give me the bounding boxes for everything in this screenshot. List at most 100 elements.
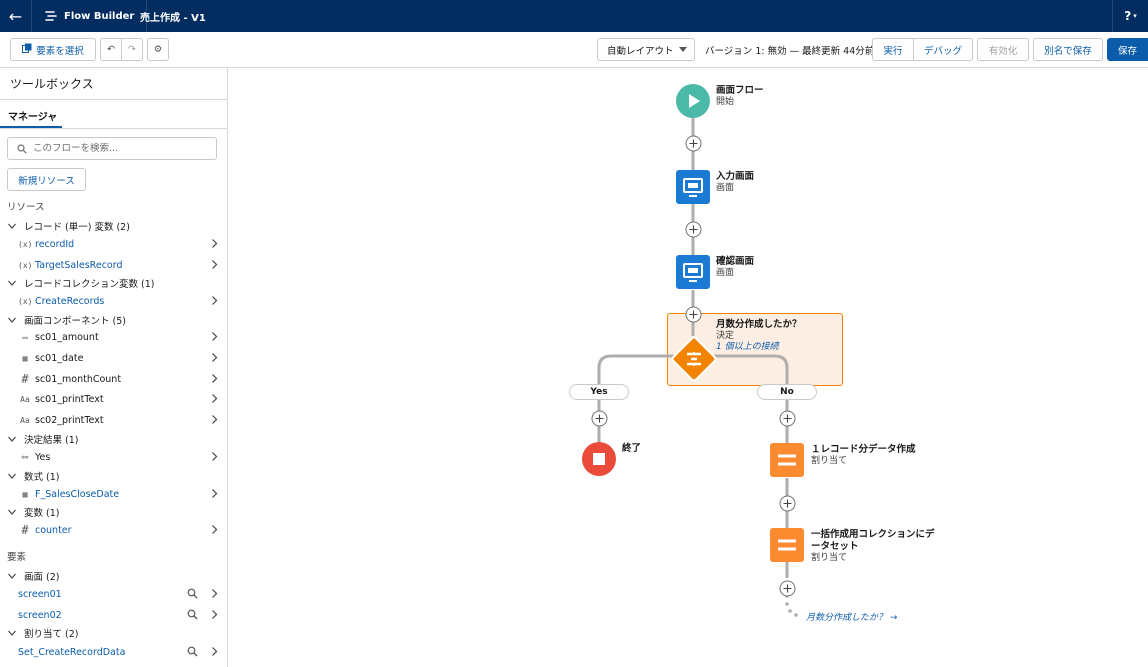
resource-item[interactable]: (x) CreateRecords <box>18 293 220 309</box>
chevron-right-icon[interactable] <box>211 414 218 425</box>
element-item[interactable]: screen01 <box>18 586 220 602</box>
group-label: レコードコレクション変数 (1) <box>24 279 155 290</box>
select-elements-label: 要素を選択 <box>36 45 84 57</box>
settings-button[interactable]: ⚙ <box>147 38 169 61</box>
resource-item[interactable]: ⚯ Yes <box>18 449 220 465</box>
assignment-node-icon[interactable] <box>770 528 804 562</box>
resource-label: Yes <box>35 451 51 463</box>
chevron-right-icon[interactable] <box>211 393 218 404</box>
search-box[interactable] <box>7 137 217 160</box>
resource-item[interactable]: # sc01_monthCount <box>18 371 220 387</box>
run-button[interactable]: 実行 <box>872 38 914 61</box>
group-formulas[interactable]: 数式 (1) <box>8 469 59 483</box>
chevron-right-icon[interactable] <box>211 295 218 306</box>
flow-title: 売上作成 - V1 <box>140 12 206 24</box>
assignment-node-icon[interactable] <box>770 443 804 477</box>
resource-item[interactable]: Aa sc02_printText <box>18 412 220 428</box>
select-elements-button[interactable]: 要素を選択 <box>10 38 96 61</box>
chevron-down-icon <box>8 509 16 515</box>
activate-label: 有効化 <box>988 45 1018 57</box>
screen-node-icon[interactable] <box>676 170 710 204</box>
new-resource-button[interactable]: 新規リソース <box>7 168 86 191</box>
add-element-button[interactable] <box>779 580 796 597</box>
zoom-to-icon[interactable] <box>187 609 198 620</box>
add-element-button[interactable] <box>779 495 796 512</box>
run-label: 実行 <box>883 45 903 57</box>
chevron-right-icon[interactable] <box>211 524 218 535</box>
chevron-right-icon[interactable] <box>211 331 218 342</box>
undo-icon: ↶ <box>107 44 115 55</box>
zoom-to-icon[interactable] <box>187 588 198 599</box>
layout-select-value: 自動レイアウト <box>607 45 674 57</box>
group-label: レコード (単一) 変数 (2) <box>24 222 130 233</box>
help-button[interactable]: ?▾ <box>1112 0 1148 32</box>
start-node-icon[interactable] <box>676 84 710 118</box>
element-item[interactable]: screen02 <box>18 607 220 623</box>
resource-label: counter <box>35 524 72 536</box>
group-screen-components[interactable]: 画面コンポーネント (5) <box>8 313 126 327</box>
global-header: ← Flow Builder 売上作成 - V1 ?▾ <box>0 0 1148 32</box>
resource-label: sc02_printText <box>35 414 104 426</box>
chevron-right-icon[interactable] <box>211 588 218 599</box>
decision-node-icon[interactable] <box>667 332 721 386</box>
chevron-right-icon[interactable] <box>211 352 218 363</box>
start-node-type: 開始 <box>716 97 735 107</box>
screen2-node-type: 画面 <box>716 268 735 278</box>
chevron-down-icon <box>8 317 16 323</box>
group-variables[interactable]: 変数 (1) <box>8 505 59 519</box>
layout-select[interactable]: 自動レイアウト <box>597 38 695 61</box>
resource-label: recordId <box>35 238 75 250</box>
end-node-icon[interactable] <box>582 442 616 476</box>
chevron-down-icon <box>679 47 687 52</box>
resource-item[interactable]: (x) recordId <box>18 236 220 252</box>
debug-button[interactable]: デバッグ <box>913 38 973 61</box>
chevron-right-icon[interactable] <box>211 488 218 499</box>
group-record-variables[interactable]: レコード (単一) 変数 (2) <box>8 219 130 233</box>
redo-button[interactable]: ↷ <box>121 38 143 61</box>
resource-item[interactable]: ▭ sc01_amount <box>18 329 220 345</box>
branch-label-yes[interactable]: Yes <box>569 384 629 400</box>
decision-connections-link[interactable]: 1 個以上の接続 <box>716 342 779 352</box>
loop-back-link[interactable]: 月数分作成したか？ → <box>806 613 898 623</box>
chevron-right-icon[interactable] <box>211 646 218 657</box>
resource-item[interactable]: ▦ sc01_date <box>18 350 220 366</box>
search-input[interactable] <box>33 143 213 154</box>
chevron-right-icon[interactable] <box>211 259 218 270</box>
undo-button[interactable]: ↶ <box>100 38 122 61</box>
resource-item[interactable]: (x) TargetSalesRecord <box>18 257 220 273</box>
save-label: 保存 <box>1117 45 1137 57</box>
group-decision-outcomes[interactable]: 決定結果 (1) <box>8 432 78 446</box>
back-button[interactable]: ← <box>0 0 32 32</box>
calendar-icon: ▦ <box>22 353 28 363</box>
element-item[interactable]: Set_CreateRecordData <box>18 644 220 660</box>
zoom-to-icon[interactable] <box>187 646 198 657</box>
chevron-down-icon <box>8 573 16 579</box>
chevron-right-icon[interactable] <box>211 451 218 462</box>
flow-canvas[interactable]: 画面フロー 開始 入力画面 画面 確認画面 画面 月数分作成したか？ 決定 1 … <box>229 68 1148 667</box>
add-element-button[interactable] <box>779 410 796 427</box>
toolbox-title: ツールボックス <box>10 77 94 91</box>
add-element-button[interactable] <box>685 306 702 323</box>
save-as-button[interactable]: 別名で保存 <box>1033 38 1103 61</box>
chevron-right-icon[interactable] <box>211 238 218 249</box>
resource-item[interactable]: Aa sc01_printText <box>18 391 220 407</box>
assign2-node-title: 一括作成用コレクションにデ <box>811 529 935 540</box>
add-element-button[interactable] <box>685 221 702 238</box>
save-button[interactable]: 保存 <box>1107 38 1148 61</box>
save-as-label: 別名で保存 <box>1044 45 1092 57</box>
group-assignments[interactable]: 割り当て (2) <box>8 626 78 640</box>
add-element-button[interactable] <box>685 135 702 152</box>
app-switcher[interactable]: Flow Builder <box>32 0 148 32</box>
chevron-right-icon[interactable] <box>211 609 218 620</box>
assign2-node-title-cont: ータセット <box>811 541 859 552</box>
add-element-button[interactable] <box>591 410 608 427</box>
resource-item[interactable]: # counter <box>18 522 220 538</box>
tab-manager[interactable]: マネージャ <box>8 112 58 123</box>
activate-button[interactable]: 有効化 <box>977 38 1029 61</box>
group-screens[interactable]: 画面 (2) <box>8 569 59 583</box>
branch-label-no[interactable]: No <box>757 384 817 400</box>
chevron-right-icon[interactable] <box>211 373 218 384</box>
group-record-collection-variables[interactable]: レコードコレクション変数 (1) <box>8 276 154 290</box>
resource-item[interactable]: ▦ F_SalesCloseDate <box>18 486 220 502</box>
screen-node-icon[interactable] <box>676 255 710 289</box>
